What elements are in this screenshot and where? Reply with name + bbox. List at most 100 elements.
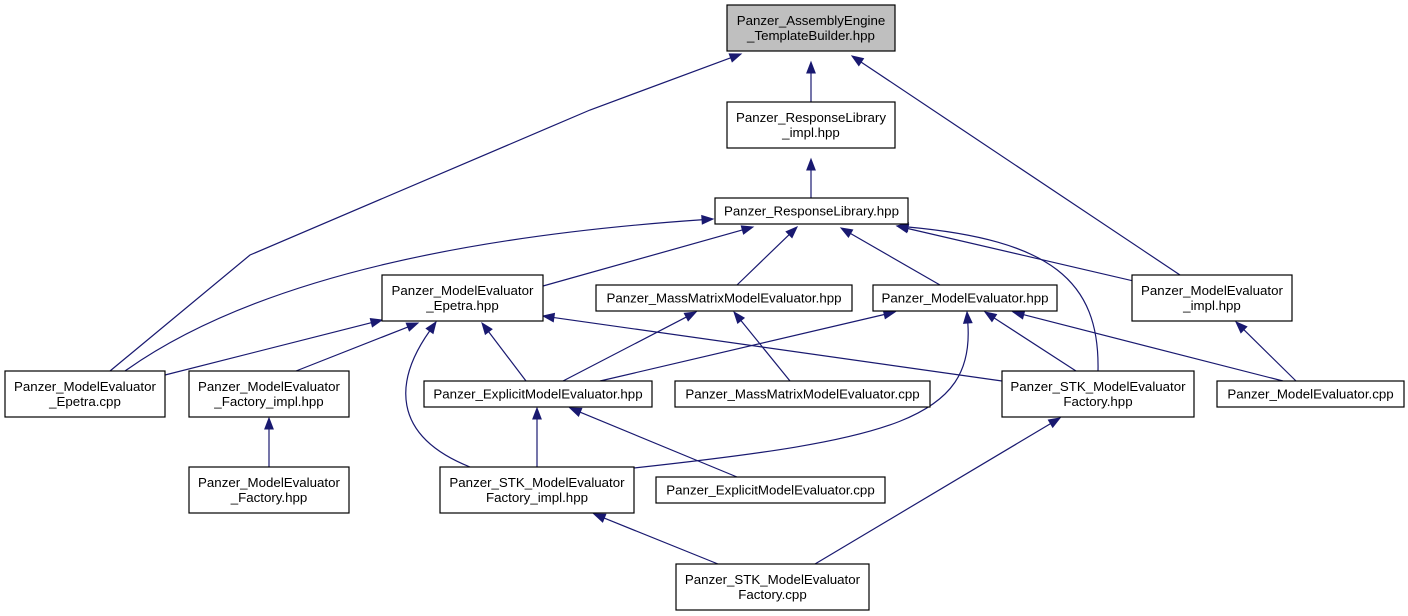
node-label: _Factory_impl.hpp <box>213 394 323 409</box>
edge-stk_factory_cpp-to-stk_factory_hpp <box>814 417 1062 565</box>
arrowhead <box>806 60 816 74</box>
node-label: Panzer_ModelEvaluator.hpp <box>881 291 1048 306</box>
node-box <box>872 284 1058 312</box>
node-box <box>1001 370 1195 418</box>
edge-line <box>736 234 790 286</box>
node-label: Panzer_STK_ModelEvaluator <box>449 475 625 490</box>
edge-me_hpp-to-response_library <box>839 227 941 286</box>
edge-line <box>860 61 1181 276</box>
node-box <box>595 284 853 312</box>
edge-explicit_hpp-to-mass_matrix_hpp <box>562 311 698 382</box>
node-me_impl_hpp[interactable]: Panzer_ModelEvaluator_impl.hpp <box>1131 274 1293 322</box>
edge-line <box>295 326 408 372</box>
node-box <box>423 380 653 408</box>
node-label: Panzer_ModelEvaluator <box>392 283 534 298</box>
edge-line <box>405 330 471 468</box>
edge-me_epetra_hpp-to-response_library <box>542 225 755 287</box>
node-me_epetra_cpp[interactable]: Panzer_ModelEvaluator_Epetra.cpp <box>4 370 166 418</box>
edge-me_impl_hpp-to-assembly_engine <box>850 55 1181 276</box>
edge-line <box>562 316 687 382</box>
node-box <box>655 476 886 504</box>
arrowhead <box>532 406 542 420</box>
arrowhead <box>728 53 743 63</box>
node-assembly_engine[interactable]: Panzer_AssemblyEngine_TemplateBuilder.hp… <box>726 4 896 52</box>
arrowhead <box>683 311 698 322</box>
node-label: Panzer_ExplicitModelEvaluator.cpp <box>666 483 874 498</box>
edge-line <box>488 331 527 382</box>
edge-line <box>553 316 1003 382</box>
node-response_library_impl[interactable]: Panzer_ResponseLibrary_impl.hpp <box>726 101 896 149</box>
node-me_cpp[interactable]: Panzer_ModelEvaluator.cpp <box>1216 380 1405 408</box>
edge-line <box>740 320 791 382</box>
node-me_hpp[interactable]: Panzer_ModelEvaluator.hpp <box>872 284 1058 312</box>
arrowhead <box>481 321 493 336</box>
node-box <box>188 466 350 514</box>
edge-line <box>599 313 885 382</box>
edge-mass_matrix_hpp-to-response_library <box>736 226 799 286</box>
arrowhead <box>405 322 420 332</box>
node-me_factory_impl[interactable]: Panzer_ModelEvaluator_Factory_impl.hpp <box>188 370 350 418</box>
node-explicit_hpp[interactable]: Panzer_ExplicitModelEvaluator.hpp <box>423 380 653 408</box>
edge-mass_matrix_cpp-to-mass_matrix_hpp <box>733 310 791 382</box>
arrowhead <box>850 55 865 67</box>
edge-line <box>603 517 719 565</box>
node-label: Panzer_ExplicitModelEvaluator.hpp <box>433 387 642 402</box>
edge-me_impl_hpp-to-response_library <box>895 223 1156 287</box>
node-response_library[interactable]: Panzer_ResponseLibrary.hpp <box>714 197 909 225</box>
edge-me_epetra_cpp-to-response_library <box>124 214 715 372</box>
arrowhead <box>592 513 607 523</box>
arrowhead <box>1235 321 1248 334</box>
node-box <box>188 370 350 418</box>
edge-line <box>907 226 1099 372</box>
edge-stk_factory_hpp-to-me_epetra_hpp <box>541 312 1003 382</box>
arrowhead <box>541 312 556 323</box>
edge-response_library-to-response_library_impl <box>806 157 816 198</box>
arrowhead <box>740 225 755 235</box>
node-label: Panzer_STK_ModelEvaluator <box>685 572 861 587</box>
arrowhead <box>369 318 384 328</box>
node-box <box>439 466 635 514</box>
edge-response_library_impl-to-assembly_engine <box>806 60 816 102</box>
arrowhead <box>806 157 816 171</box>
node-mass_matrix_hpp[interactable]: Panzer_MassMatrixModelEvaluator.hpp <box>595 284 853 312</box>
node-label: Panzer_ResponseLibrary.hpp <box>724 204 899 219</box>
node-mass_matrix_cpp[interactable]: Panzer_MassMatrixModelEvaluator.cpp <box>674 380 931 408</box>
edge-stk_factory_impl-to-explicit_hpp <box>532 406 542 467</box>
node-label: Panzer_ModelEvaluator <box>198 475 340 490</box>
edge-line <box>1023 314 1284 382</box>
node-label: Factory.cpp <box>738 587 806 602</box>
node-stk_factory_impl[interactable]: Panzer_STK_ModelEvaluatorFactory_impl.hp… <box>439 466 635 514</box>
node-label: _TemplateBuilder.hpp <box>746 28 875 43</box>
node-box <box>1131 274 1293 322</box>
arrowhead <box>785 226 799 239</box>
node-label: Factory_impl.hpp <box>486 490 588 505</box>
node-box <box>675 563 870 611</box>
arrowhead <box>568 407 583 417</box>
node-box <box>726 4 896 52</box>
node-explicit_cpp[interactable]: Panzer_ExplicitModelEvaluator.cpp <box>655 476 886 504</box>
edge-me_factory_hpp-to-me_factory_impl <box>264 416 274 467</box>
node-me_factory_hpp[interactable]: Panzer_ModelEvaluator_Factory.hpp <box>188 466 350 514</box>
edges-layer <box>109 53 1297 565</box>
node-box <box>674 380 931 408</box>
arrowhead <box>882 309 897 320</box>
node-label: _Epetra.cpp <box>48 394 121 409</box>
edge-line <box>542 229 743 287</box>
arrowhead <box>701 214 715 225</box>
node-me_epetra_hpp[interactable]: Panzer_ModelEvaluator_Epetra.hpp <box>381 274 544 322</box>
node-label: Panzer_AssemblyEngine <box>737 13 886 28</box>
node-label: Panzer_ModelEvaluator.cpp <box>1227 387 1393 402</box>
node-label: Panzer_ResponseLibrary <box>736 110 886 125</box>
node-label: Panzer_ModelEvaluator <box>1141 283 1283 298</box>
arrowhead <box>264 416 274 430</box>
edge-me_epetra_cpp-to-me_epetra_hpp <box>164 318 384 376</box>
node-label: _Epetra.hpp <box>425 298 498 313</box>
edge-line <box>814 423 1051 565</box>
node-label: _impl.hpp <box>781 125 840 140</box>
node-box <box>1216 380 1405 408</box>
edge-line <box>850 232 941 286</box>
nodes-layer: Panzer_AssemblyEngine_TemplateBuilder.hp… <box>4 4 1405 611</box>
